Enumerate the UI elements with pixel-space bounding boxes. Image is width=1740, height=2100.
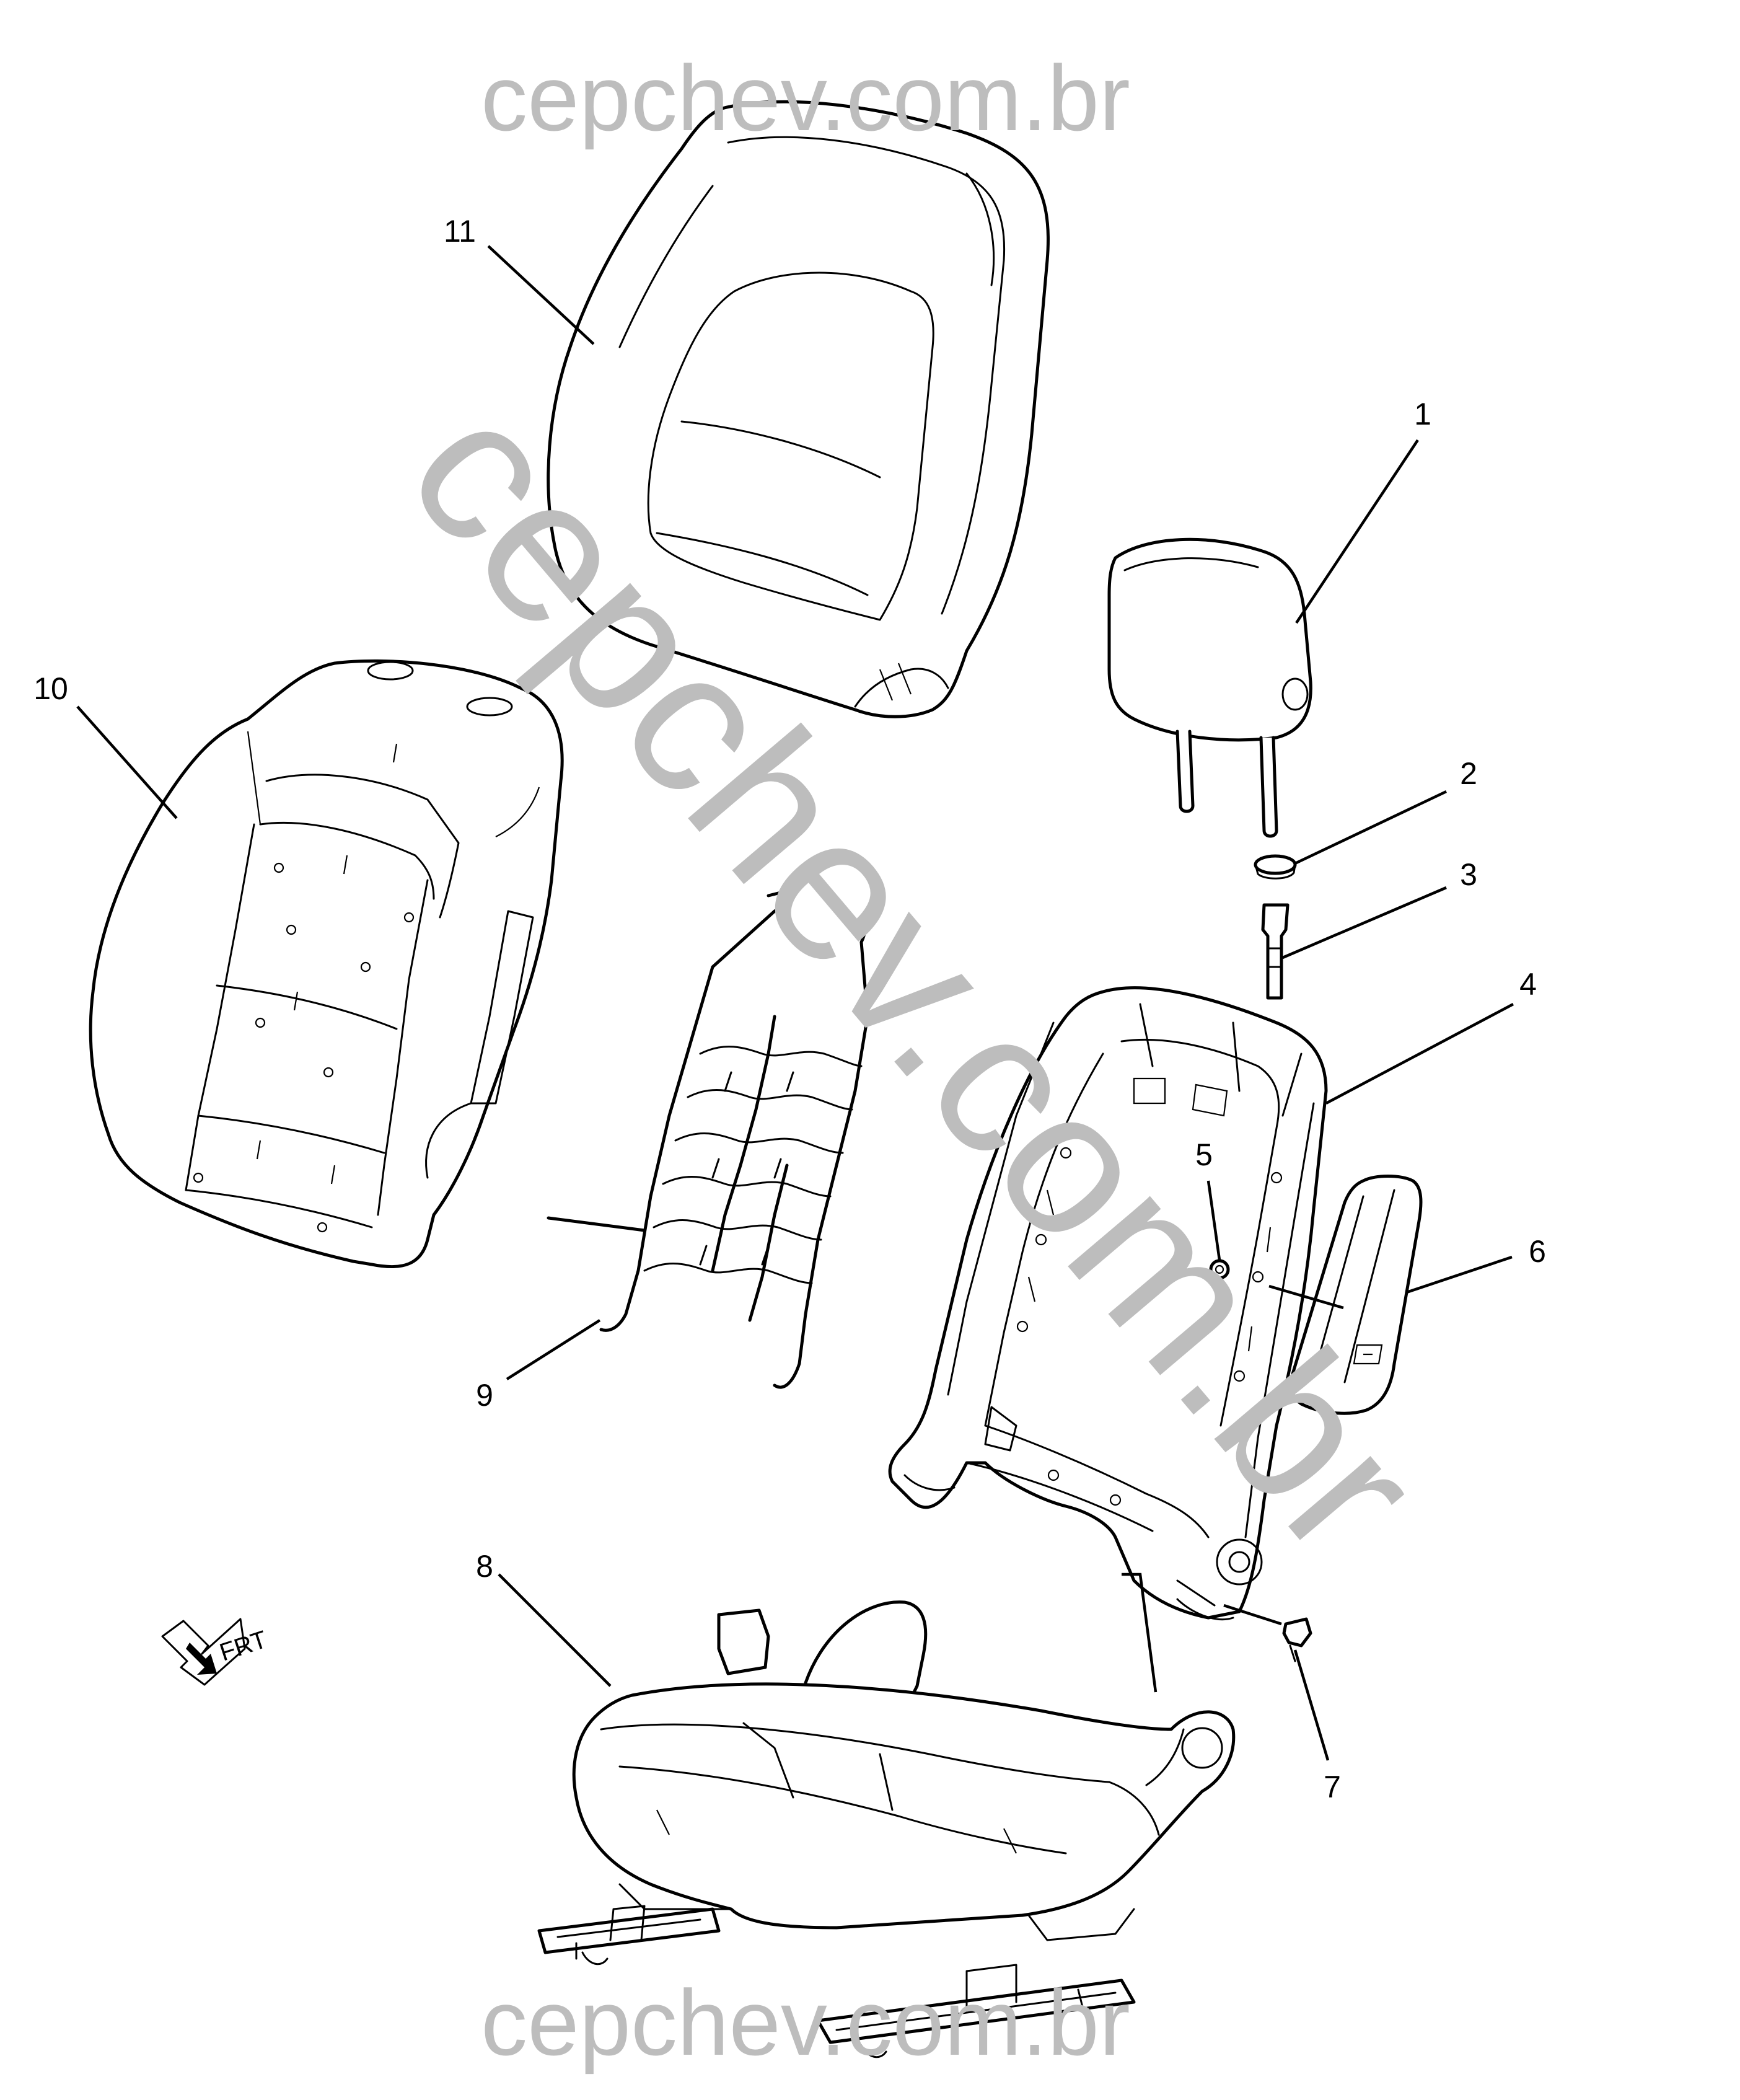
leader-6b [1268, 1284, 1344, 1310]
leader-8 [498, 1573, 612, 1687]
part-7-bolt [1282, 1617, 1312, 1662]
callout-2: 2 [1460, 756, 1477, 791]
leader-2 [1294, 790, 1447, 865]
part-6-side-airbag [1289, 1175, 1423, 1415]
callout-11: 11 [444, 214, 476, 249]
callout-4: 4 [1519, 967, 1537, 1002]
part-8-seat-cushion [537, 1600, 1236, 2058]
watermark-top: cepchev.com.br [481, 46, 1130, 150]
front-arrow-icon: FRT [161, 1618, 270, 1686]
part-9-lumbar-support [547, 891, 869, 1389]
part-1-headrest [1107, 537, 1312, 838]
callout-5: 5 [1195, 1137, 1213, 1172]
leader-lines [76, 245, 1514, 1761]
leader-5 [1206, 1180, 1221, 1261]
leader-10 [76, 705, 178, 819]
leader-7-tail [1223, 1604, 1282, 1626]
callout-1: 1 [1414, 397, 1431, 431]
part-2-guide-bezel [1254, 854, 1297, 880]
leader-7-bracket [1122, 1573, 1158, 1693]
part-5-nut [1209, 1259, 1230, 1280]
callout-6: 6 [1529, 1234, 1546, 1269]
front-label: FRT [216, 1626, 270, 1667]
callout-10: 10 [33, 671, 68, 706]
callout-8: 8 [476, 1549, 493, 1584]
leader-11 [487, 245, 595, 345]
leader-4 [1325, 1003, 1514, 1105]
part-3-guide-sleeve [1261, 903, 1290, 1000]
callout-3: 3 [1460, 857, 1477, 892]
leader-9 [506, 1319, 601, 1380]
part-4-seatback-frame [888, 986, 1328, 1621]
leader-6 [1406, 1255, 1513, 1294]
callout-9: 9 [476, 1378, 493, 1413]
callout-7: 7 [1324, 1770, 1341, 1804]
watermark-bottom: cepchev.com.br [481, 1970, 1130, 2075]
leader-7 [1293, 1649, 1330, 1761]
part-11-seatback-cover [547, 100, 1050, 718]
leader-3 [1282, 886, 1447, 960]
leader-1 [1295, 439, 1419, 624]
part-10-seatback-pad [89, 659, 564, 1269]
callout-labels: 1 2 3 4 5 6 7 8 9 10 11 [33, 214, 1546, 1804]
